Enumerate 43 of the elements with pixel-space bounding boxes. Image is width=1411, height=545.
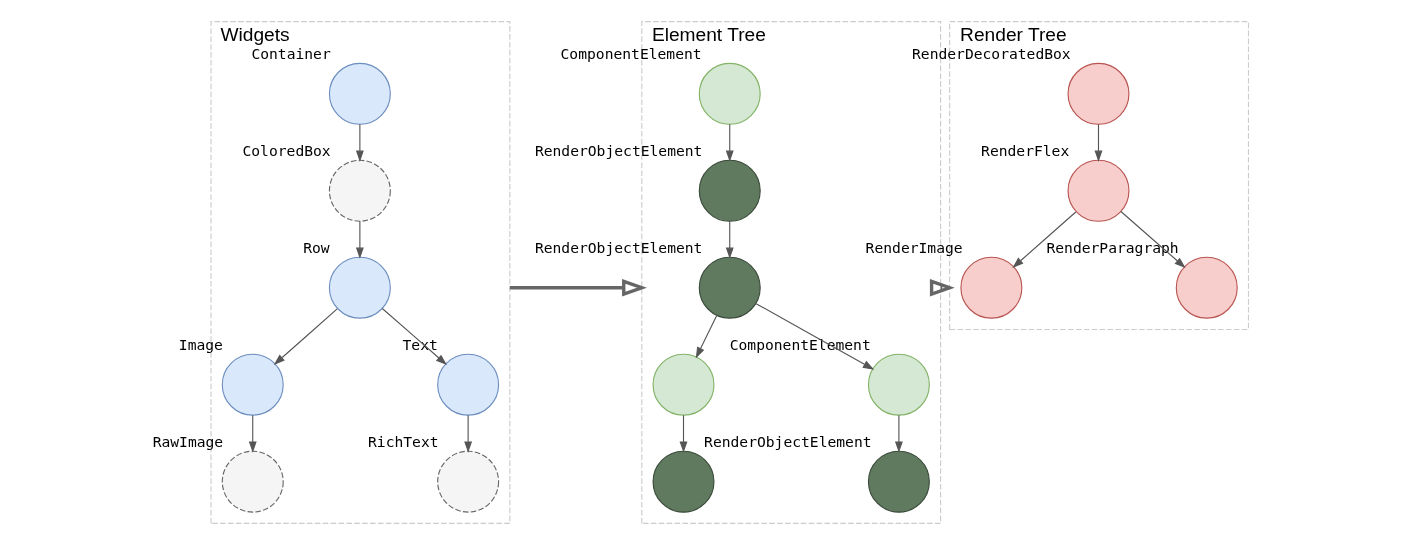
node-circle [698,256,761,319]
node-label: RenderObjectElement [534,142,703,160]
arrow [894,414,903,453]
arrow [1094,123,1103,162]
node-circle [867,450,930,513]
arrow [929,279,955,297]
node-label: ColoredBox [242,142,331,160]
arrow [695,315,718,359]
arrow [1120,210,1186,269]
node-label: RenderFlex [981,142,1070,160]
node-circle [1067,62,1130,125]
node-circle [328,62,391,125]
node-circle [652,450,715,513]
arrow [381,307,447,366]
node-circle [867,353,930,416]
arrow [679,414,688,453]
node-circle [698,62,761,125]
node-label: RenderImage [865,239,963,257]
node-label: RichText [368,433,439,451]
node-label: RenderDecoratedBox [912,45,1071,63]
arrow [464,414,473,453]
node-label: RenderObjectElement [534,239,703,257]
node-circle [1067,159,1130,222]
arrow [355,220,364,259]
arrow [1012,211,1077,268]
node-label: RenderObjectElement [704,433,872,451]
node-circle [652,353,715,416]
node-circle [328,159,391,222]
node-circle [698,159,761,222]
node-label: Row [303,239,330,257]
arrow [273,308,338,365]
arrow [355,123,364,162]
node-circle [221,450,284,513]
node-label: Container [251,45,331,63]
node-label: ComponentElement [560,45,702,63]
arrow [509,279,647,297]
arrow [725,220,734,259]
arrow [725,123,734,162]
arrow [248,414,257,453]
node-circle [437,450,500,513]
node-label: RawImage [152,433,224,451]
node-label: Image [178,336,223,354]
node-circle [328,256,391,319]
